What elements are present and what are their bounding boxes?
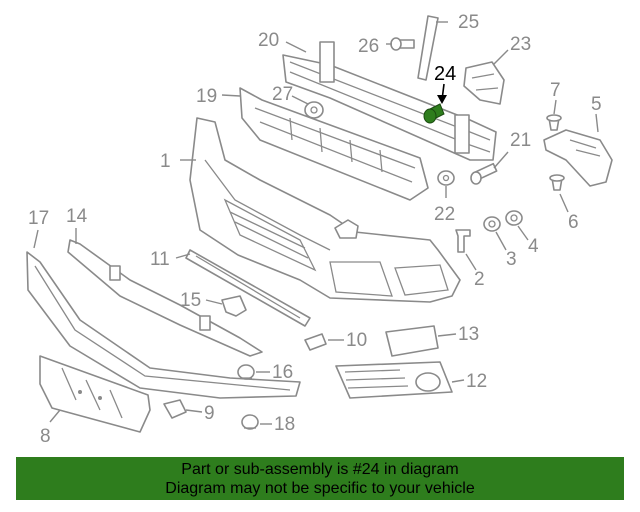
callout-14: 14 <box>66 206 88 227</box>
info-banner: Part or sub-assembly is #24 in diagram D… <box>16 457 624 500</box>
callout-7: 7 <box>550 80 561 101</box>
part-19-energy-absorber <box>239 87 429 201</box>
callout-10: 10 <box>346 330 367 351</box>
part-3-grommet <box>483 216 501 232</box>
callout-20: 20 <box>258 30 279 51</box>
part-18-push-clip <box>241 414 259 430</box>
part-25-strap <box>417 15 439 81</box>
callout-6: 6 <box>568 212 579 233</box>
callout-2: 2 <box>474 269 485 290</box>
part-7-screw <box>546 114 562 131</box>
callout-11: 11 <box>150 249 170 270</box>
part-5-side-bracket <box>543 129 613 187</box>
callout-9: 9 <box>204 403 215 424</box>
part-26-bolt <box>390 37 415 51</box>
callout-3: 3 <box>506 249 517 270</box>
callout-22: 22 <box>434 204 455 225</box>
part-9-clip <box>163 399 187 419</box>
callout-5: 5 <box>591 94 602 115</box>
leader-lines <box>33 21 599 425</box>
callout-24-highlighted: 24 <box>434 63 456 85</box>
callout-8: 8 <box>40 426 51 447</box>
part-2-bracket <box>455 229 471 253</box>
part-17-lower-spoiler <box>26 251 301 399</box>
callout-21: 21 <box>510 130 531 151</box>
callout-1: 1 <box>160 151 171 172</box>
banner-line-part-number: Part or sub-assembly is #24 in diagram <box>181 461 459 478</box>
callout-12: 12 <box>466 371 487 392</box>
part-24-screw-highlighted <box>423 103 445 124</box>
callout-4: 4 <box>528 236 539 257</box>
callout-25: 25 <box>458 12 479 33</box>
callout-26: 26 <box>358 36 379 57</box>
callout-27: 27 <box>272 84 293 105</box>
part-16-push-clip <box>237 364 255 380</box>
callout-16: 16 <box>272 362 293 383</box>
part-21-bolt <box>470 162 498 185</box>
part-8-license-bracket <box>39 355 151 433</box>
part-6-screw <box>549 174 565 191</box>
callout-labels: 1 2 3 4 5 6 7 8 9 10 11 12 13 14 15 16 1… <box>28 12 602 447</box>
part-14-trim-strip <box>67 239 263 357</box>
callout-15: 15 <box>180 290 201 311</box>
part-13-lamp-cover <box>385 325 439 357</box>
banner-line-disclaimer: Diagram may not be specific to your vehi… <box>165 480 475 497</box>
part-23-mount-bracket <box>463 61 505 105</box>
part-4-nut <box>505 210 523 226</box>
callout-17: 17 <box>28 208 49 229</box>
callout-13: 13 <box>458 324 479 345</box>
callout-23: 23 <box>510 34 531 55</box>
part-27-nut <box>304 101 324 119</box>
part-20-reinforcement-bar <box>282 41 497 161</box>
callout-19: 19 <box>196 86 217 107</box>
part-1-bumper-cover <box>189 117 461 303</box>
part-22-washer <box>437 170 455 186</box>
part-10-cap <box>304 333 327 351</box>
part-15-bracket-clip <box>221 295 247 317</box>
part-12-lower-grille <box>335 361 453 399</box>
callout-18: 18 <box>274 414 295 435</box>
